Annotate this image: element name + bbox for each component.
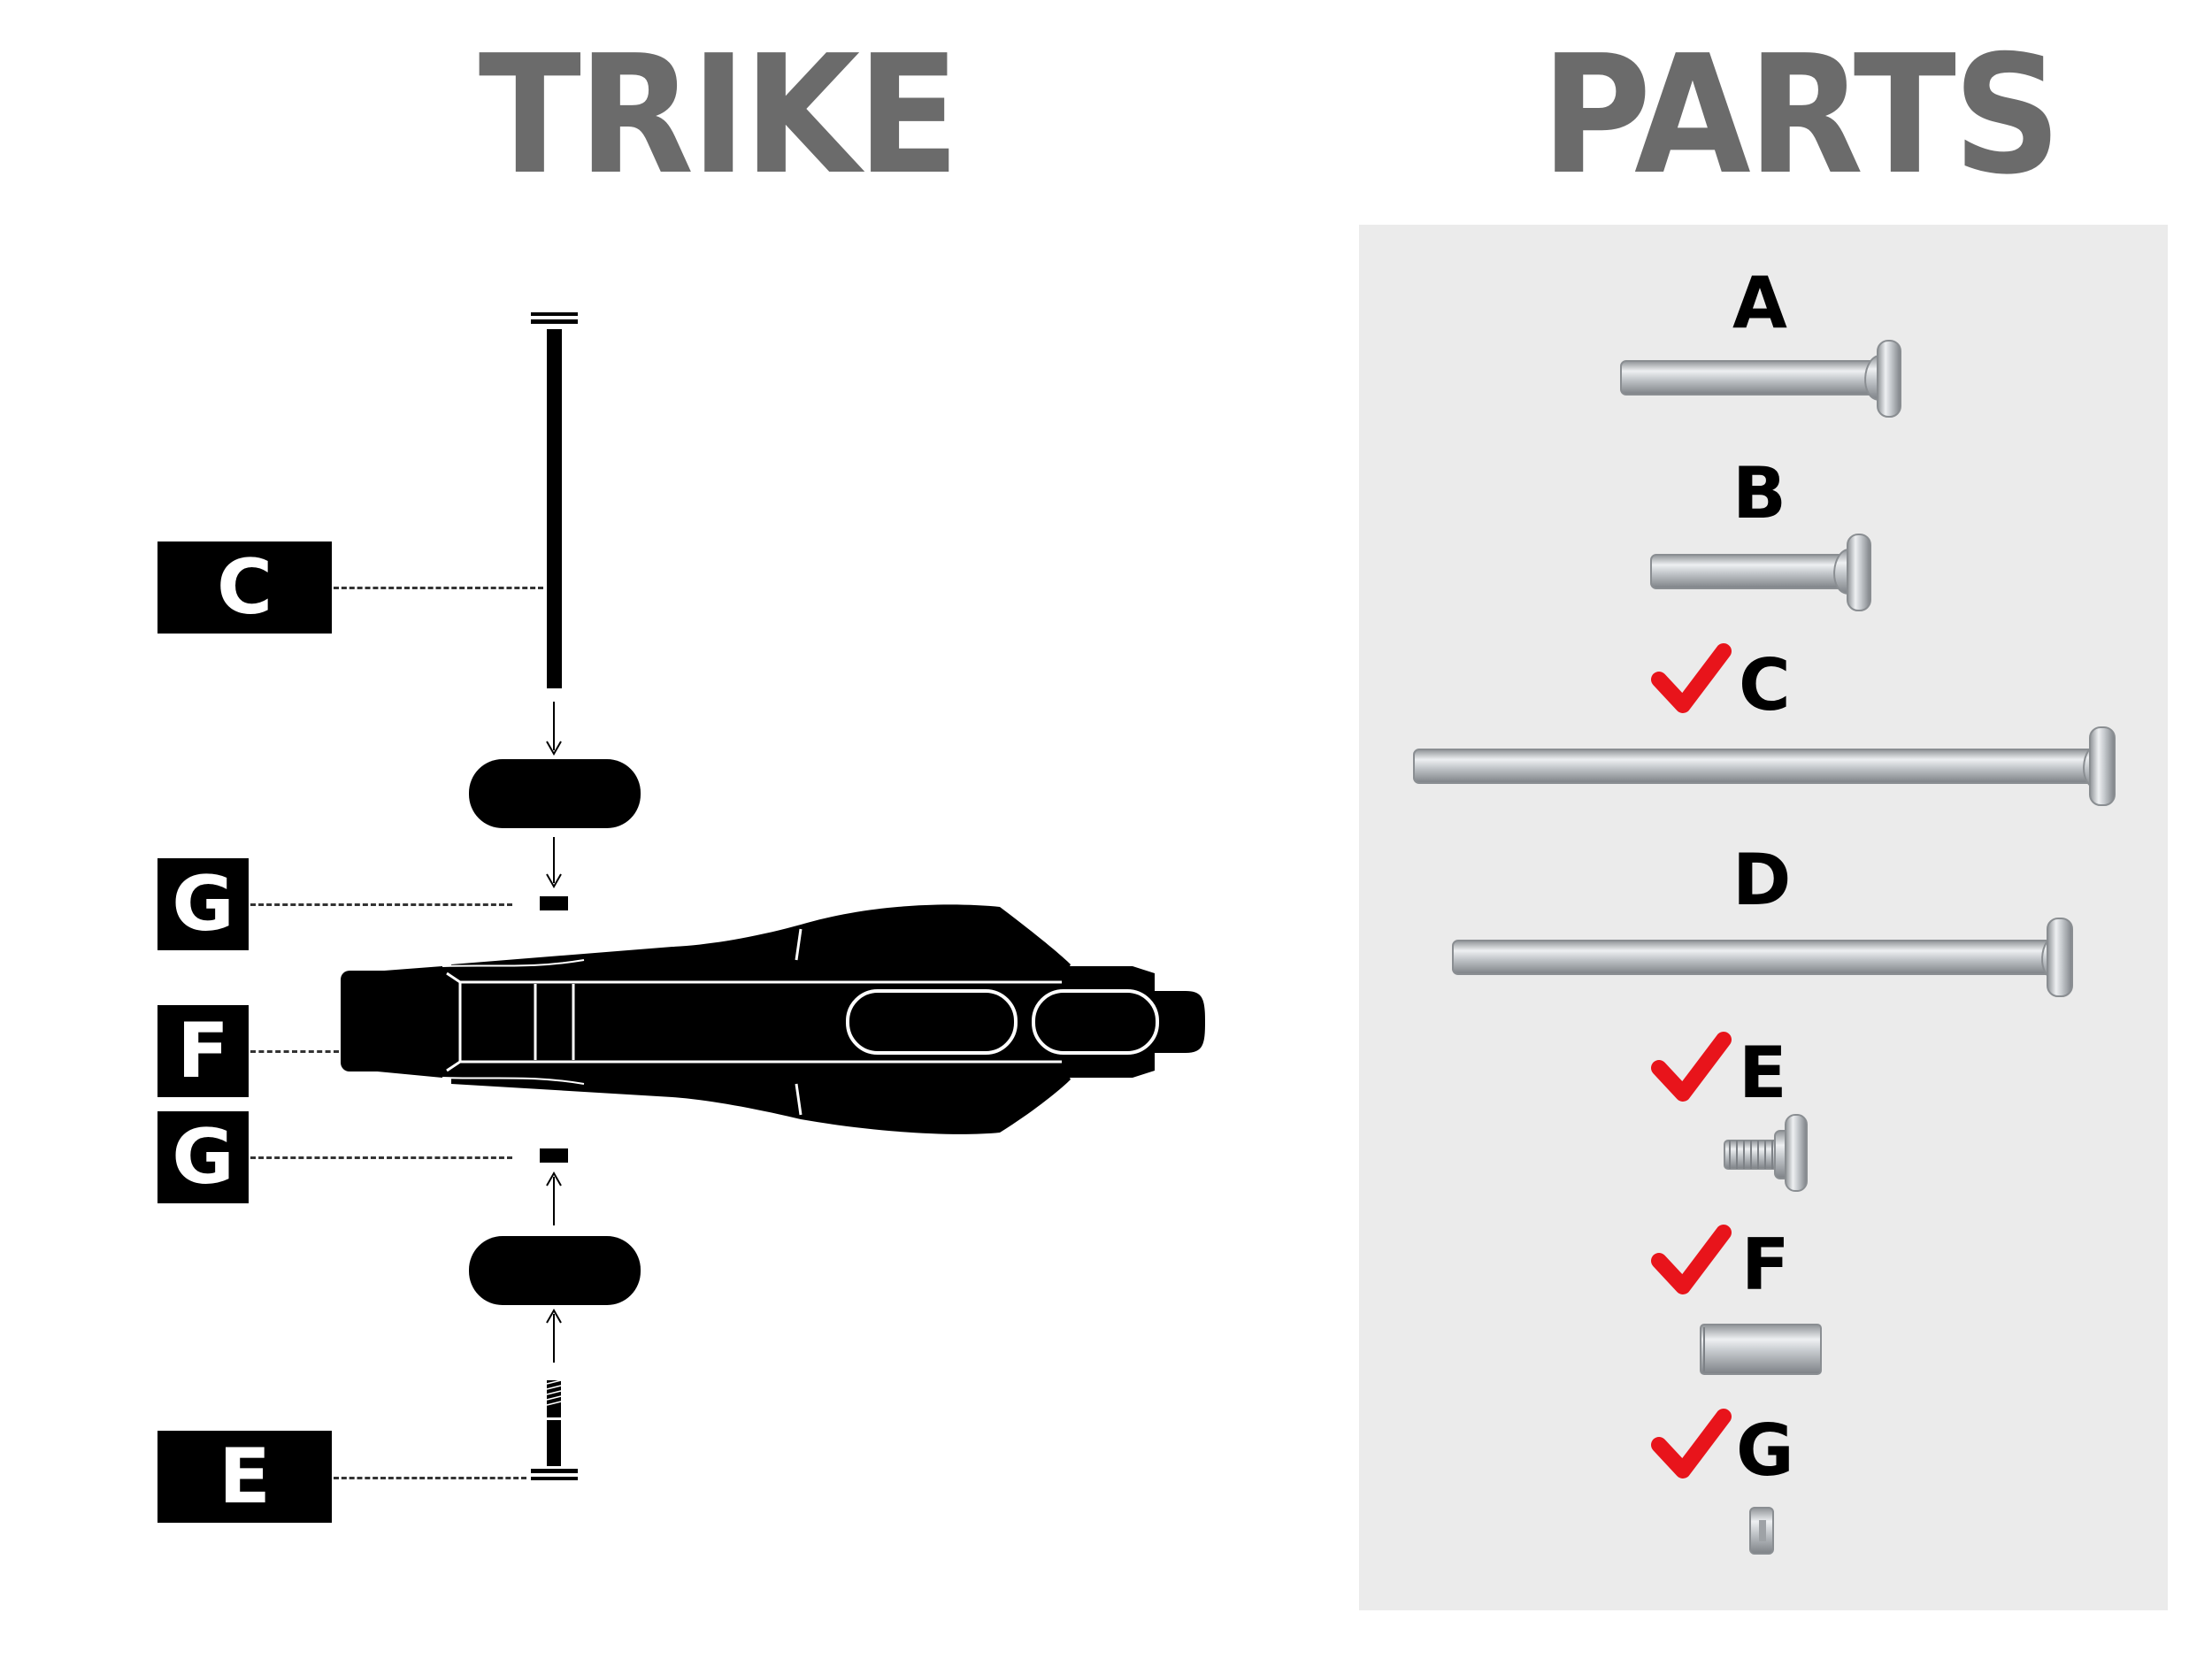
part-label-g: G: [1736, 1409, 1794, 1492]
part-label-c: C: [1739, 644, 1791, 726]
callout-e: E: [157, 1431, 332, 1523]
callout-c: C: [157, 541, 332, 634]
top-wheel: [469, 759, 641, 828]
part-b-image: [1650, 534, 1871, 611]
leader-g-top: [250, 903, 512, 906]
bolt-e-part: [531, 1379, 578, 1480]
part-label-a: A: [1732, 262, 1787, 344]
part-label-b: B: [1732, 452, 1786, 534]
part-g-image: [1749, 1507, 1774, 1555]
check-g-icon: [1651, 1409, 1732, 1479]
bottom-wheel: [469, 1236, 641, 1305]
leader-g-bottom: [250, 1156, 512, 1159]
leader-e: [334, 1477, 526, 1479]
part-d-image: [1452, 918, 2073, 997]
part-label-e: E: [1739, 1032, 1787, 1114]
part-label-f: F: [1741, 1224, 1790, 1306]
leader-f: [250, 1050, 339, 1053]
callout-g-bottom: G: [157, 1111, 249, 1203]
part-f-image: [1700, 1324, 1822, 1375]
parts-panel: [1359, 225, 2168, 1610]
check-e-icon: [1651, 1032, 1732, 1102]
part-label-d: D: [1732, 839, 1792, 921]
axle-c-part: [531, 312, 578, 688]
spacer-g-top: [540, 896, 568, 910]
check-c-icon: [1651, 643, 1732, 713]
callout-f: F: [157, 1005, 249, 1097]
callout-g-top: G: [157, 858, 249, 950]
part-c-image: [1413, 726, 2116, 806]
trike-header: TRIKE: [478, 19, 960, 211]
spacer-g-bottom: [540, 1148, 568, 1163]
trike-frame: [341, 904, 1205, 1134]
part-e-image: [1724, 1114, 1808, 1192]
leader-c: [334, 587, 543, 589]
part-a-image: [1620, 340, 1901, 418]
parts-header: PARTS: [1540, 19, 2062, 211]
check-f-icon: [1651, 1225, 1732, 1294]
